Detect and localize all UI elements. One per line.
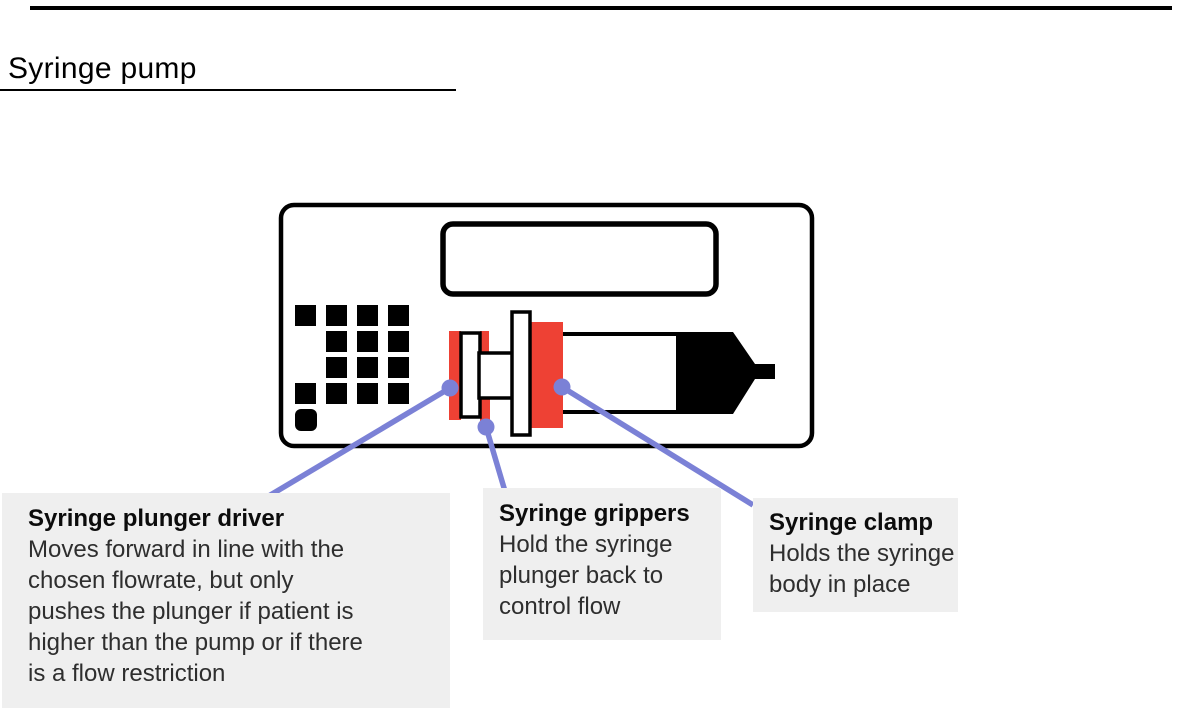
plunger-driver-bar bbox=[449, 331, 461, 420]
callout-title: Syringe grippers bbox=[499, 500, 690, 527]
connector-dot-driver bbox=[441, 379, 459, 397]
gripper-bottom bbox=[480, 398, 490, 429]
title-underline bbox=[0, 89, 456, 91]
keypad-key bbox=[326, 331, 347, 352]
keypad-key bbox=[388, 305, 409, 326]
page-title: Syringe pump bbox=[8, 52, 197, 85]
keypad-key bbox=[295, 305, 316, 326]
plunger-flange bbox=[510, 310, 532, 437]
keypad bbox=[295, 305, 409, 431]
callout-body: Holds the syringe body in place bbox=[769, 540, 955, 598]
callout-body: Hold the syringe plunger back to control… bbox=[499, 531, 673, 620]
connector-dot-clamp bbox=[553, 378, 571, 396]
keypad-key bbox=[388, 357, 409, 378]
callout-clamp: Syringe clamp Holds the syringe body in … bbox=[753, 498, 958, 612]
keypad-key bbox=[388, 331, 409, 352]
syringe-clamp-block bbox=[528, 322, 563, 428]
keypad-key bbox=[357, 383, 378, 404]
keypad-key bbox=[295, 409, 317, 431]
callout-plunger-driver: Syringe plunger driver Moves forward in … bbox=[2, 493, 450, 708]
connector-line-driver bbox=[255, 385, 452, 506]
callout-title: Syringe plunger driver bbox=[28, 505, 285, 532]
connector-line-clamp bbox=[560, 384, 755, 508]
keypad-key bbox=[357, 331, 378, 352]
connector-dot-grippers bbox=[477, 418, 495, 436]
driver-plate bbox=[459, 331, 482, 419]
callout-grippers: Syringe grippers Hold the syringe plunge… bbox=[483, 488, 721, 640]
keypad-key bbox=[357, 305, 378, 326]
keypad-key bbox=[388, 383, 409, 404]
callout-title: Syringe clamp bbox=[769, 509, 934, 536]
keypad-key bbox=[326, 383, 347, 404]
callout-body: Moves forward in line with the chosen fl… bbox=[28, 536, 363, 687]
connector-line-grippers bbox=[483, 426, 510, 499]
display-screen bbox=[440, 221, 719, 297]
keypad-key bbox=[357, 357, 378, 378]
syringe-nozzle bbox=[676, 332, 775, 414]
keypad-key bbox=[326, 357, 347, 378]
top-rule bbox=[30, 6, 1172, 10]
keypad-key bbox=[295, 383, 316, 404]
gripper-top bbox=[480, 331, 489, 354]
keypad-key bbox=[326, 305, 347, 326]
